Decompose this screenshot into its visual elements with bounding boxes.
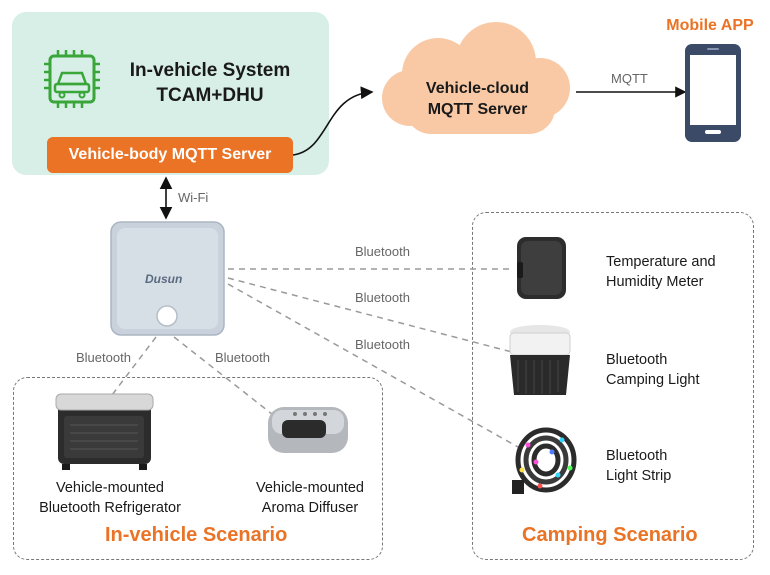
bt-link-refrigerator <box>111 336 157 396</box>
system-title-line2: TCAM+DHU <box>156 85 264 106</box>
bt-label-temp-meter: Bluetooth <box>355 244 410 259</box>
bt-link-camping-light <box>227 277 513 353</box>
device-label-refrigerator: Vehicle-mounted Bluetooth Refrigerator <box>10 478 210 518</box>
cloud-label: Vehicle-cloud MQTT Server <box>395 78 560 120</box>
aroma-diffuser-icon <box>268 407 348 453</box>
device-label-diffuser: Vehicle-mounted Aroma Diffuser <box>230 478 390 518</box>
mobile-app-title: Mobile APP <box>666 17 754 34</box>
camping-scenario-title: Camping Scenario <box>522 524 698 546</box>
bt-label-camping-light: Bluetooth <box>355 290 410 305</box>
smartphone-icon <box>685 44 741 142</box>
temperature-humidity-meter-icon <box>517 237 566 299</box>
device-label-camping-light-line1: Bluetooth <box>606 352 668 368</box>
device-label-light-strip-line2: Light Strip <box>606 468 672 484</box>
bt-label-diffuser: Bluetooth <box>215 350 270 365</box>
cloud-label-line2: MQTT Server <box>427 101 528 118</box>
system-title-line1: In-vehicle System <box>129 60 291 81</box>
bt-label-light-strip: Bluetooth <box>355 337 410 352</box>
device-label-refrigerator-line1: Vehicle-mounted <box>55 480 164 496</box>
wifi-link-label: Wi-Fi <box>178 190 209 205</box>
device-label-temp-meter-line2: Humidity Meter <box>606 274 704 290</box>
device-label-light-strip-line1: Bluetooth <box>606 448 668 464</box>
refrigerator-icon <box>55 393 154 470</box>
car-chip-icon <box>44 50 100 108</box>
device-label-diffuser-line1: Vehicle-mounted <box>255 480 364 496</box>
gateway-brand: Dusun <box>145 272 183 286</box>
device-label-temp-meter-line1: Temperature and <box>606 254 716 270</box>
vehicle-body-mqtt-server: Vehicle-body MQTT Server <box>47 137 293 173</box>
device-label-diffuser-line2: Aroma Diffuser <box>261 500 359 516</box>
gateway-device <box>110 221 225 336</box>
cloud-icon <box>382 22 570 134</box>
bt-link-light-strip <box>227 283 519 448</box>
mqtt-to-cloud-link <box>292 86 374 156</box>
light-strip-icon <box>512 427 577 494</box>
camping-light-icon <box>509 325 571 395</box>
device-label-camping-light-line2: Camping Light <box>606 372 700 388</box>
device-label-camping-light: Bluetooth Camping Light <box>606 350 700 390</box>
cloud-label-line1: Vehicle-cloud <box>425 80 530 97</box>
mqtt-link-label: MQTT <box>611 71 648 86</box>
device-label-temp-meter: Temperature and Humidity Meter <box>606 252 716 292</box>
camping-scenario-box <box>472 212 754 560</box>
in-vehicle-scenario-title: In-vehicle Scenario <box>105 524 288 546</box>
device-label-light-strip: Bluetooth Light Strip <box>606 446 671 486</box>
device-label-refrigerator-line2: Bluetooth Refrigerator <box>39 500 181 516</box>
in-vehicle-scenario-box <box>13 377 383 560</box>
system-title: In-vehicle System TCAM+DHU <box>100 58 320 108</box>
bt-label-refrigerator: Bluetooth <box>76 350 131 365</box>
